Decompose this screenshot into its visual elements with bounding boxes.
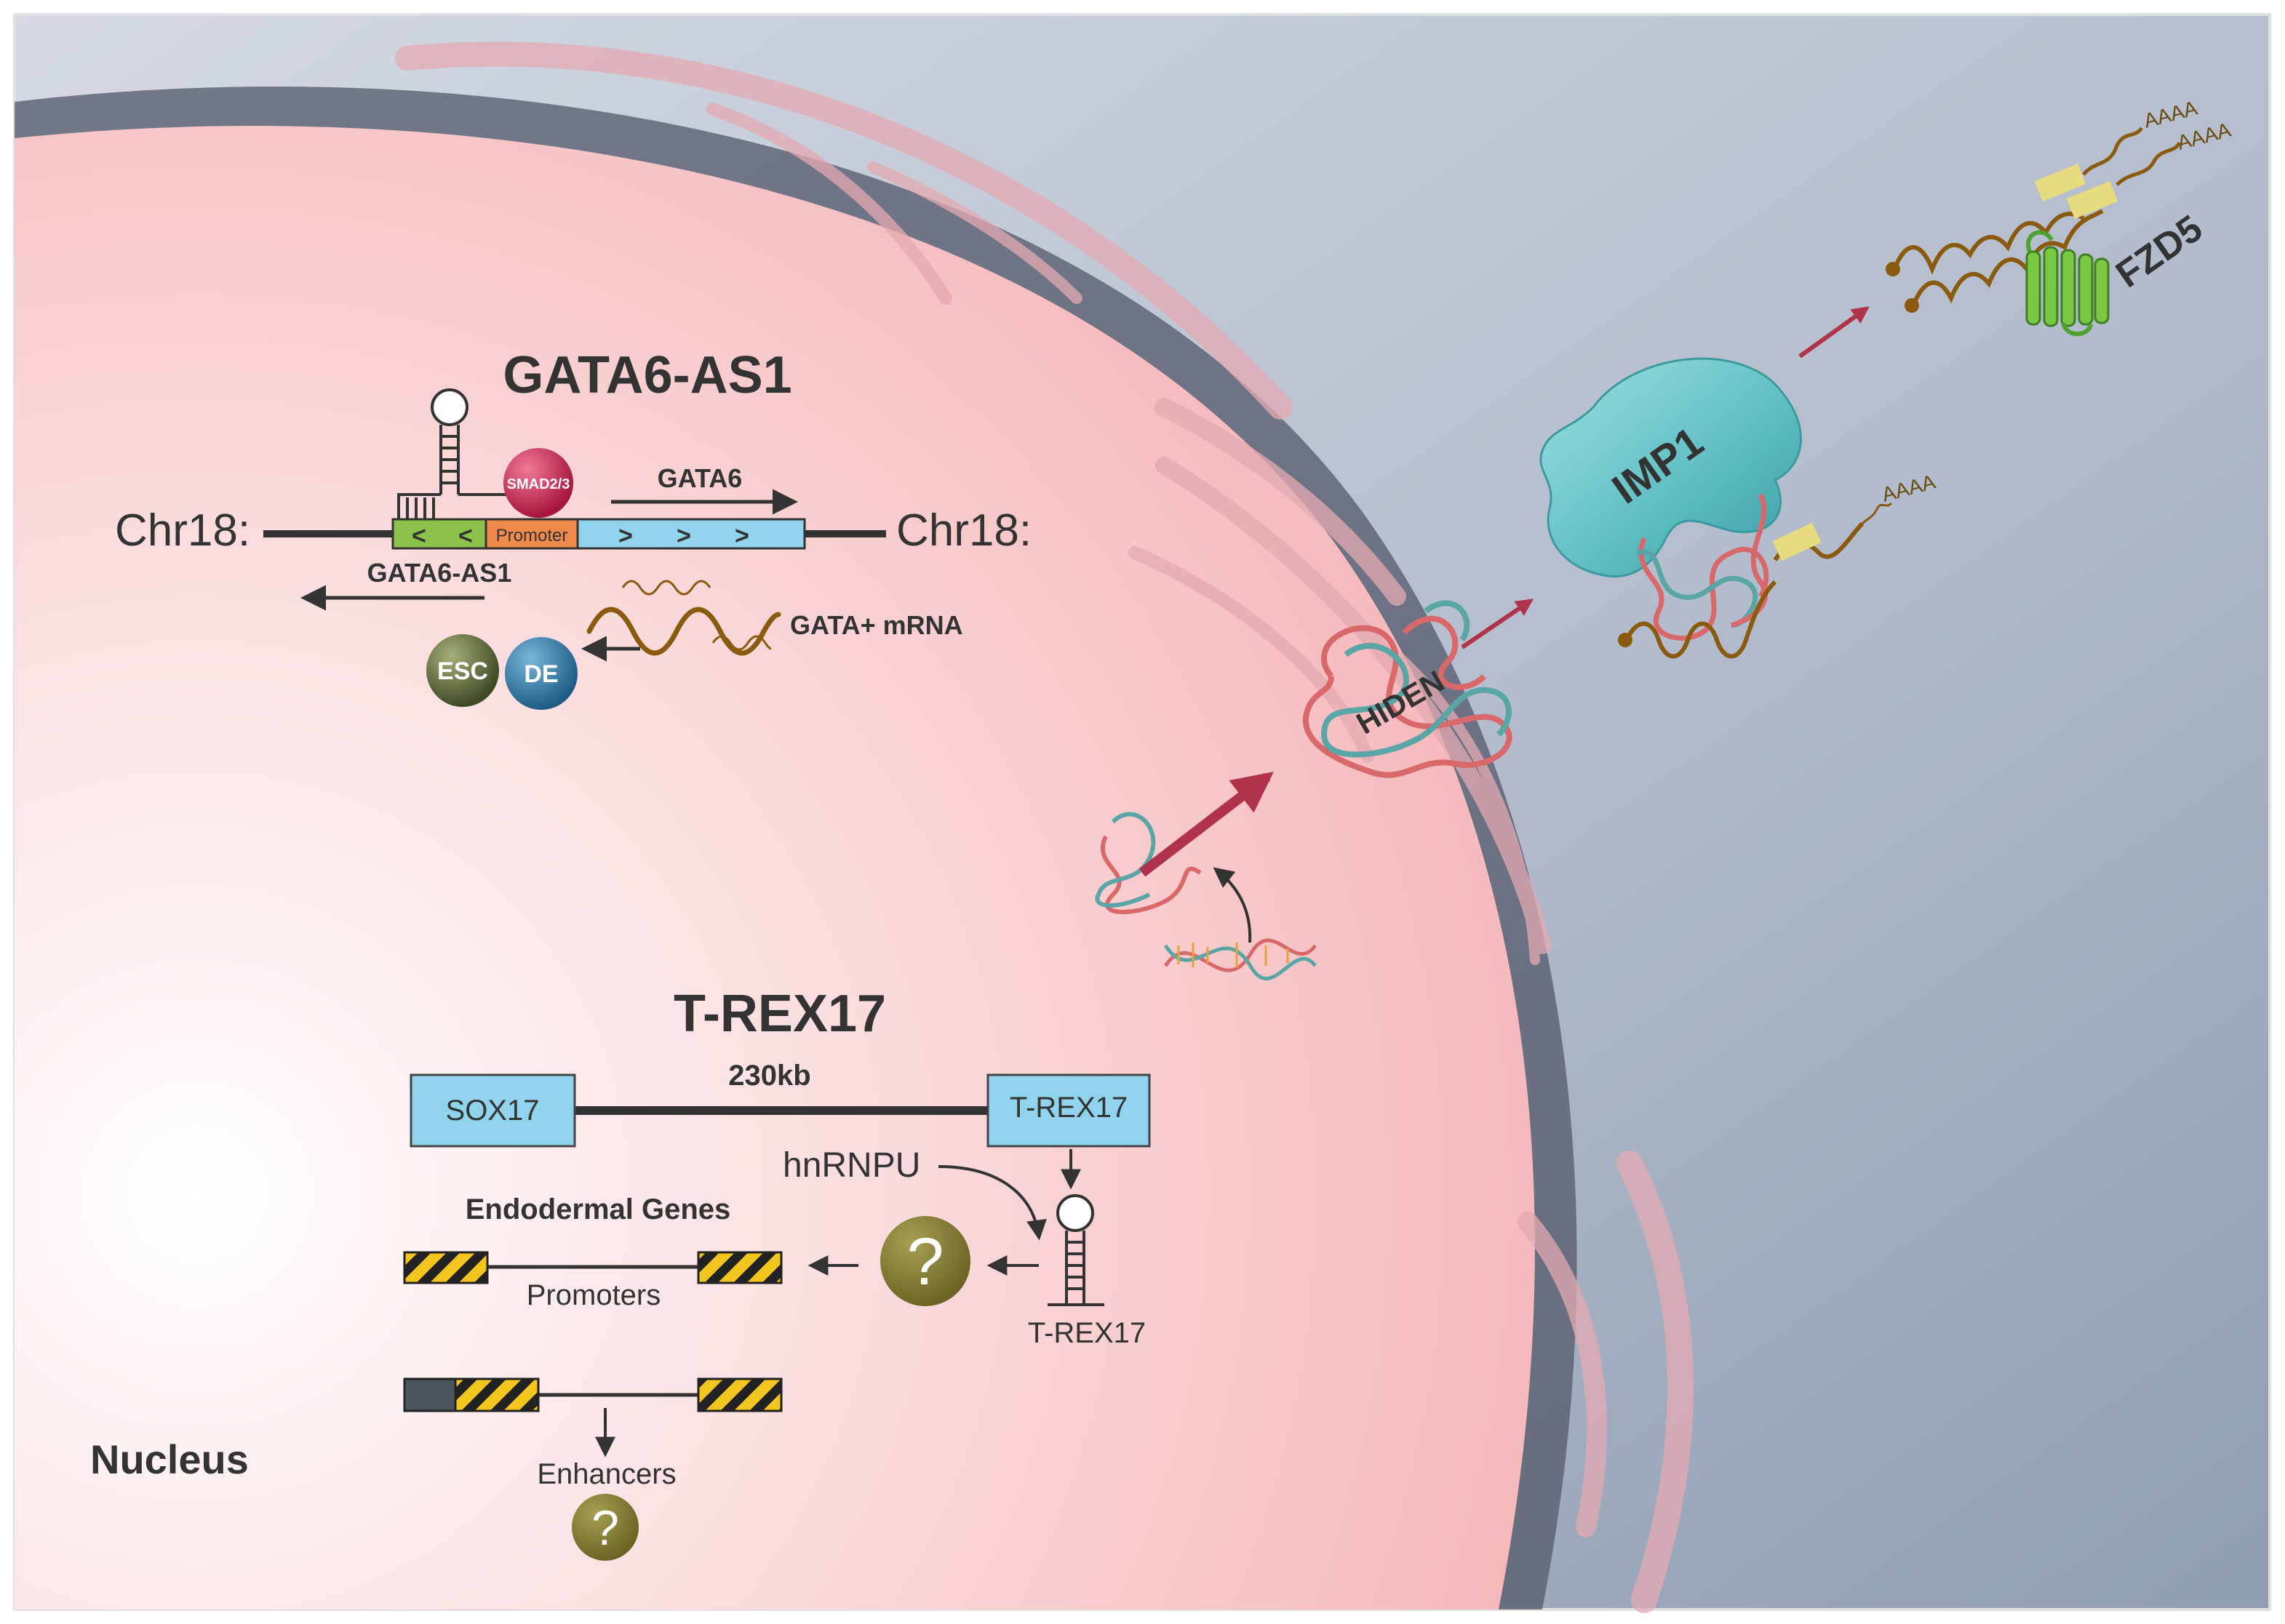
gata6-as1-title: GATA6-AS1	[503, 346, 791, 404]
fzd5-mrna-1	[1892, 212, 2085, 276]
chr18-left-label: Chr18:	[115, 505, 250, 556]
dna-to-rna-arrow	[1213, 867, 1252, 943]
hiden-to-imp1-arrow	[1461, 599, 1534, 649]
fzd5-mrna-site-2	[2066, 181, 2118, 219]
imp1-mrna-left	[1624, 580, 1777, 659]
gata6-as1-hairpin-icon	[397, 388, 538, 521]
nucleus-label: Nucleus	[90, 1436, 249, 1482]
gata6-chevron-2: >	[677, 522, 691, 550]
de-cell	[505, 637, 578, 710]
imp1-mrna-binding-site	[1772, 522, 1822, 561]
promoter-label: Promoter	[496, 526, 568, 545]
fzd5-mrna-tail-1	[2082, 127, 2144, 176]
antisense-chevron-2: <	[458, 522, 473, 550]
mrna-label: GATA+ mRNA	[790, 610, 963, 640]
imp1-polya-tail	[1861, 502, 1893, 525]
esc-label: ESC	[437, 657, 488, 685]
distance-label: 230kb	[728, 1060, 810, 1092]
trex17-title: T-REX17	[674, 985, 886, 1043]
nucleus-export-arrow	[1138, 772, 1274, 877]
sox17-label: SOX17	[446, 1095, 540, 1127]
mrna-wave-large	[586, 607, 781, 656]
smad-protein	[503, 448, 573, 518]
promoters-label: Promoters	[527, 1279, 661, 1311]
gata6-as1-transcript-label: GATA6-AS1	[367, 558, 512, 588]
chr18-right-label: Chr18:	[896, 505, 1032, 556]
gata6-as1-panel: GATA6-AS1 Chr18: Chr18: < < Promoter	[115, 346, 1032, 710]
question-mark-1: ?	[906, 1225, 944, 1299]
sox17-box	[410, 1073, 576, 1148]
enhancers-label: Enhancers	[537, 1458, 676, 1490]
unknown-mechanism-icon	[880, 1216, 970, 1306]
promoter-hatch-right	[697, 1251, 783, 1284]
mrna-wave-small-top	[621, 580, 711, 596]
endodermal-genes-label: Endodermal Genes	[466, 1193, 731, 1225]
gata6-chevron-3: >	[735, 522, 749, 550]
fzd5-mrna-cap-1	[1886, 262, 1900, 276]
fzd5-receptor-icon	[2025, 230, 2110, 337]
hiden-rna-icon	[1302, 600, 1512, 778]
imp1-to-fzd5-arrow	[1798, 306, 1870, 359]
trex17-hairpin-icon	[1048, 1194, 1104, 1306]
nucleus	[15, 126, 1535, 1609]
antisense-segment	[391, 518, 487, 550]
fzd5-mrna-tail-2	[2115, 141, 2182, 186]
endoplasmic-reticulum	[395, 41, 1694, 1613]
fzd5-mrna-2	[1911, 209, 2104, 307]
trex17-panel: T-REX17 230kb SOX17 T-REX17 hnRNPU T-REX…	[403, 985, 1151, 1561]
enhancer-unknown-icon	[572, 1494, 639, 1561]
esc-cell	[426, 634, 499, 707]
hnrnpu-label: hnRNPU	[783, 1146, 920, 1185]
question-mark-2: ?	[591, 1500, 619, 1556]
antisense-chevron-1: <	[412, 522, 426, 550]
mrna-wave-small-bottom	[711, 635, 772, 651]
fzd5-mrna-site-1	[2034, 164, 2086, 201]
hnrnpu-arrow	[938, 1165, 1047, 1241]
fzd5-mrna-cap-2	[1905, 298, 1919, 313]
de-label: DE	[524, 660, 558, 688]
promoter-segment	[484, 518, 579, 550]
trex17-box-label: T-REX17	[1010, 1092, 1128, 1124]
enhancer-grey-block	[403, 1377, 457, 1412]
enhancer-hatch-left	[454, 1377, 540, 1412]
trex17-box	[986, 1073, 1151, 1148]
imp1-protein	[1539, 357, 1802, 578]
dna-helix-icon	[1163, 938, 1317, 980]
gata6-chevron-1: >	[618, 522, 633, 550]
gata6-label: GATA6	[658, 463, 743, 493]
hiden-rna-small-icon	[1095, 812, 1202, 914]
imp1-mrna-cap	[1618, 633, 1632, 647]
smad-label: SMAD2/3	[507, 476, 570, 492]
enhancer-hatch-right	[697, 1377, 783, 1412]
promoter-hatch-left	[403, 1251, 489, 1284]
trex17-hairpin-label: T-REX17	[1028, 1317, 1146, 1349]
gata6-segment	[576, 518, 806, 550]
